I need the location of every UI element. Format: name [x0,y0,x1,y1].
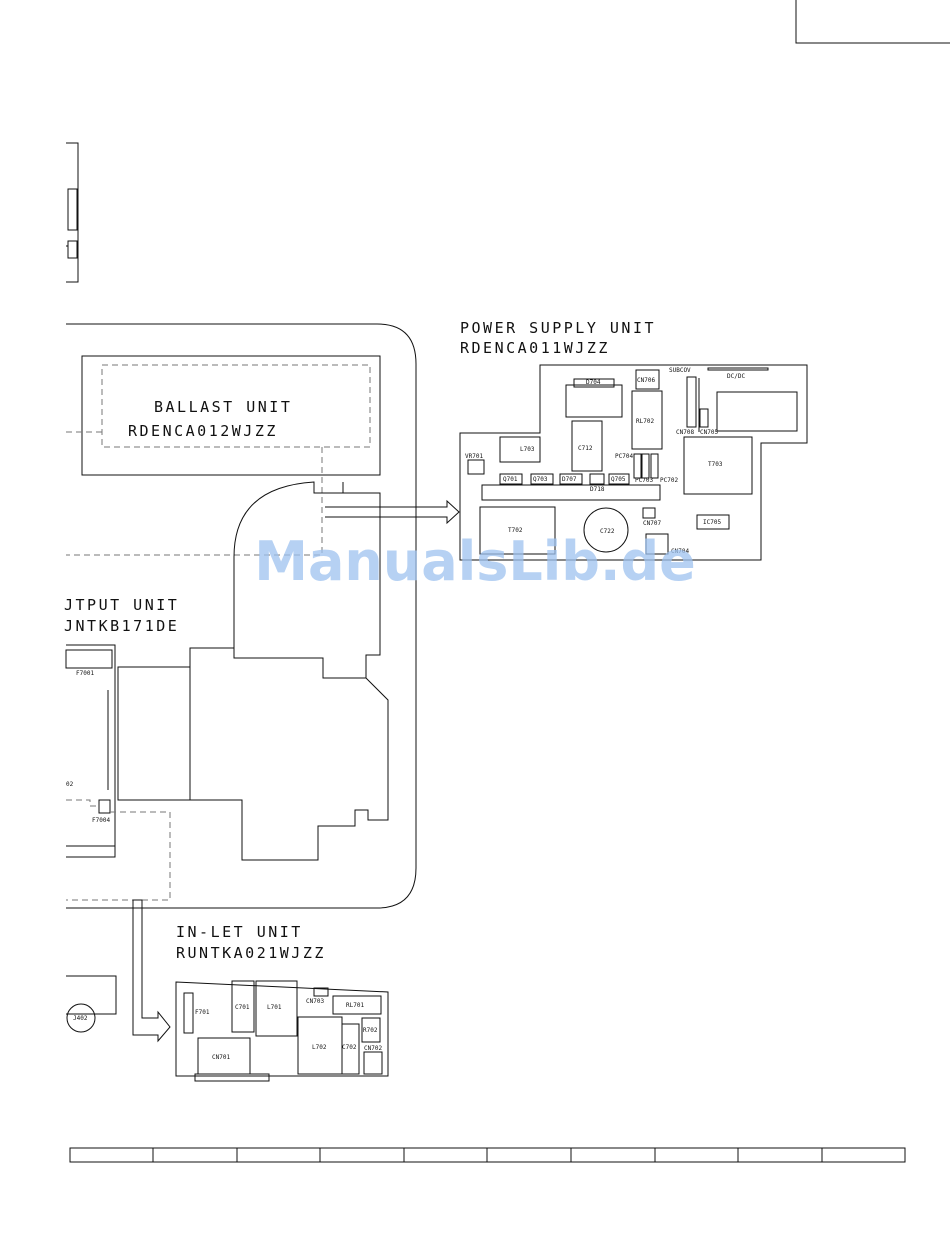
label-f7004: F7004 [92,817,110,824]
label-f7001: F7001 [76,670,94,677]
ballast-title: BALLAST UNIT [154,398,292,416]
label-rl701: RL701 [346,1002,364,1009]
jack-board [66,975,117,1033]
label-c701: C701 [235,1004,250,1011]
label-q705: Q705 [611,476,626,483]
main-enclosure [66,323,417,909]
label-o02: 02 [66,781,74,788]
inlet-title: IN-LET UNIT [176,923,303,941]
lamp-housing [117,481,389,861]
output-part-labels: F7001 02 F7004 [66,670,110,824]
arrow-to-power-supply [325,499,460,525]
label-pc704: PC704 [615,453,633,460]
label-cn704: CN704 [671,548,689,555]
label-cn707: CN707 [643,520,661,527]
label-cn702: CN702 [364,1045,382,1052]
inlet-code: RUNTKA021WJZZ [176,944,326,962]
power-supply-board [459,364,808,561]
label-l701: L701 [267,1004,282,1011]
bottom-table [69,1147,906,1163]
label-d707: D707 [562,476,577,483]
label-c712: C712 [578,445,593,452]
label-cn706: CN706 [637,377,655,384]
watermark: ManualsLib.de [254,530,696,593]
label-c722: C722 [600,528,615,535]
label-pc702: PC702 [660,477,678,484]
label-q703: Q703 [533,476,548,483]
label-cn705: CN705 [700,429,718,436]
label-t703: T703 [708,461,723,468]
arrow-to-inlet [132,899,171,1043]
label-ic705: IC705 [703,519,721,526]
label-vr701: VR701 [465,453,483,460]
output-code: JNTKB171DE [64,617,179,635]
power-supply-code: RDENCA011WJZZ [460,339,610,357]
label-q701: Q701 [503,476,518,483]
label-subcov: SUBCOV [669,367,691,374]
label-cn703: CN703 [306,998,324,1005]
inlet-board [175,980,389,1082]
label-t702: T702 [508,527,523,534]
label-d718: D718 [590,486,605,493]
label-cn701: CN701 [212,1054,230,1061]
ballast-code: RDENCA012WJZZ [128,422,278,440]
label-dcdc: DC/DC [727,373,745,380]
title-block-frame [795,0,950,44]
output-unit [65,644,171,901]
label-j402: J402 [73,1015,88,1022]
label-l703: L703 [520,446,535,453]
label-rl702: RL702 [636,418,654,425]
label-r702: R702 [363,1027,378,1034]
label-l702: L702 [312,1044,327,1051]
power-supply-part-labels: D704 CN706 SUBCOV DC/DC RL702 CN708 CN70… [465,367,745,555]
ballast-unit [66,355,381,556]
label-f701: F701 [195,1009,210,1016]
inlet-part-labels: F701 C701 L701 CN703 RL701 R702 L702 C70… [195,998,382,1061]
power-supply-title: POWER SUPPLY UNIT [460,319,656,337]
label-pc703: PC703 [635,477,653,484]
label-c702: C702 [342,1044,357,1051]
output-title: JTPUT UNIT [64,596,179,614]
partial-unit-top-left [66,142,79,283]
label-d704: D704 [586,379,601,386]
label-cn708: CN708 [676,429,694,436]
